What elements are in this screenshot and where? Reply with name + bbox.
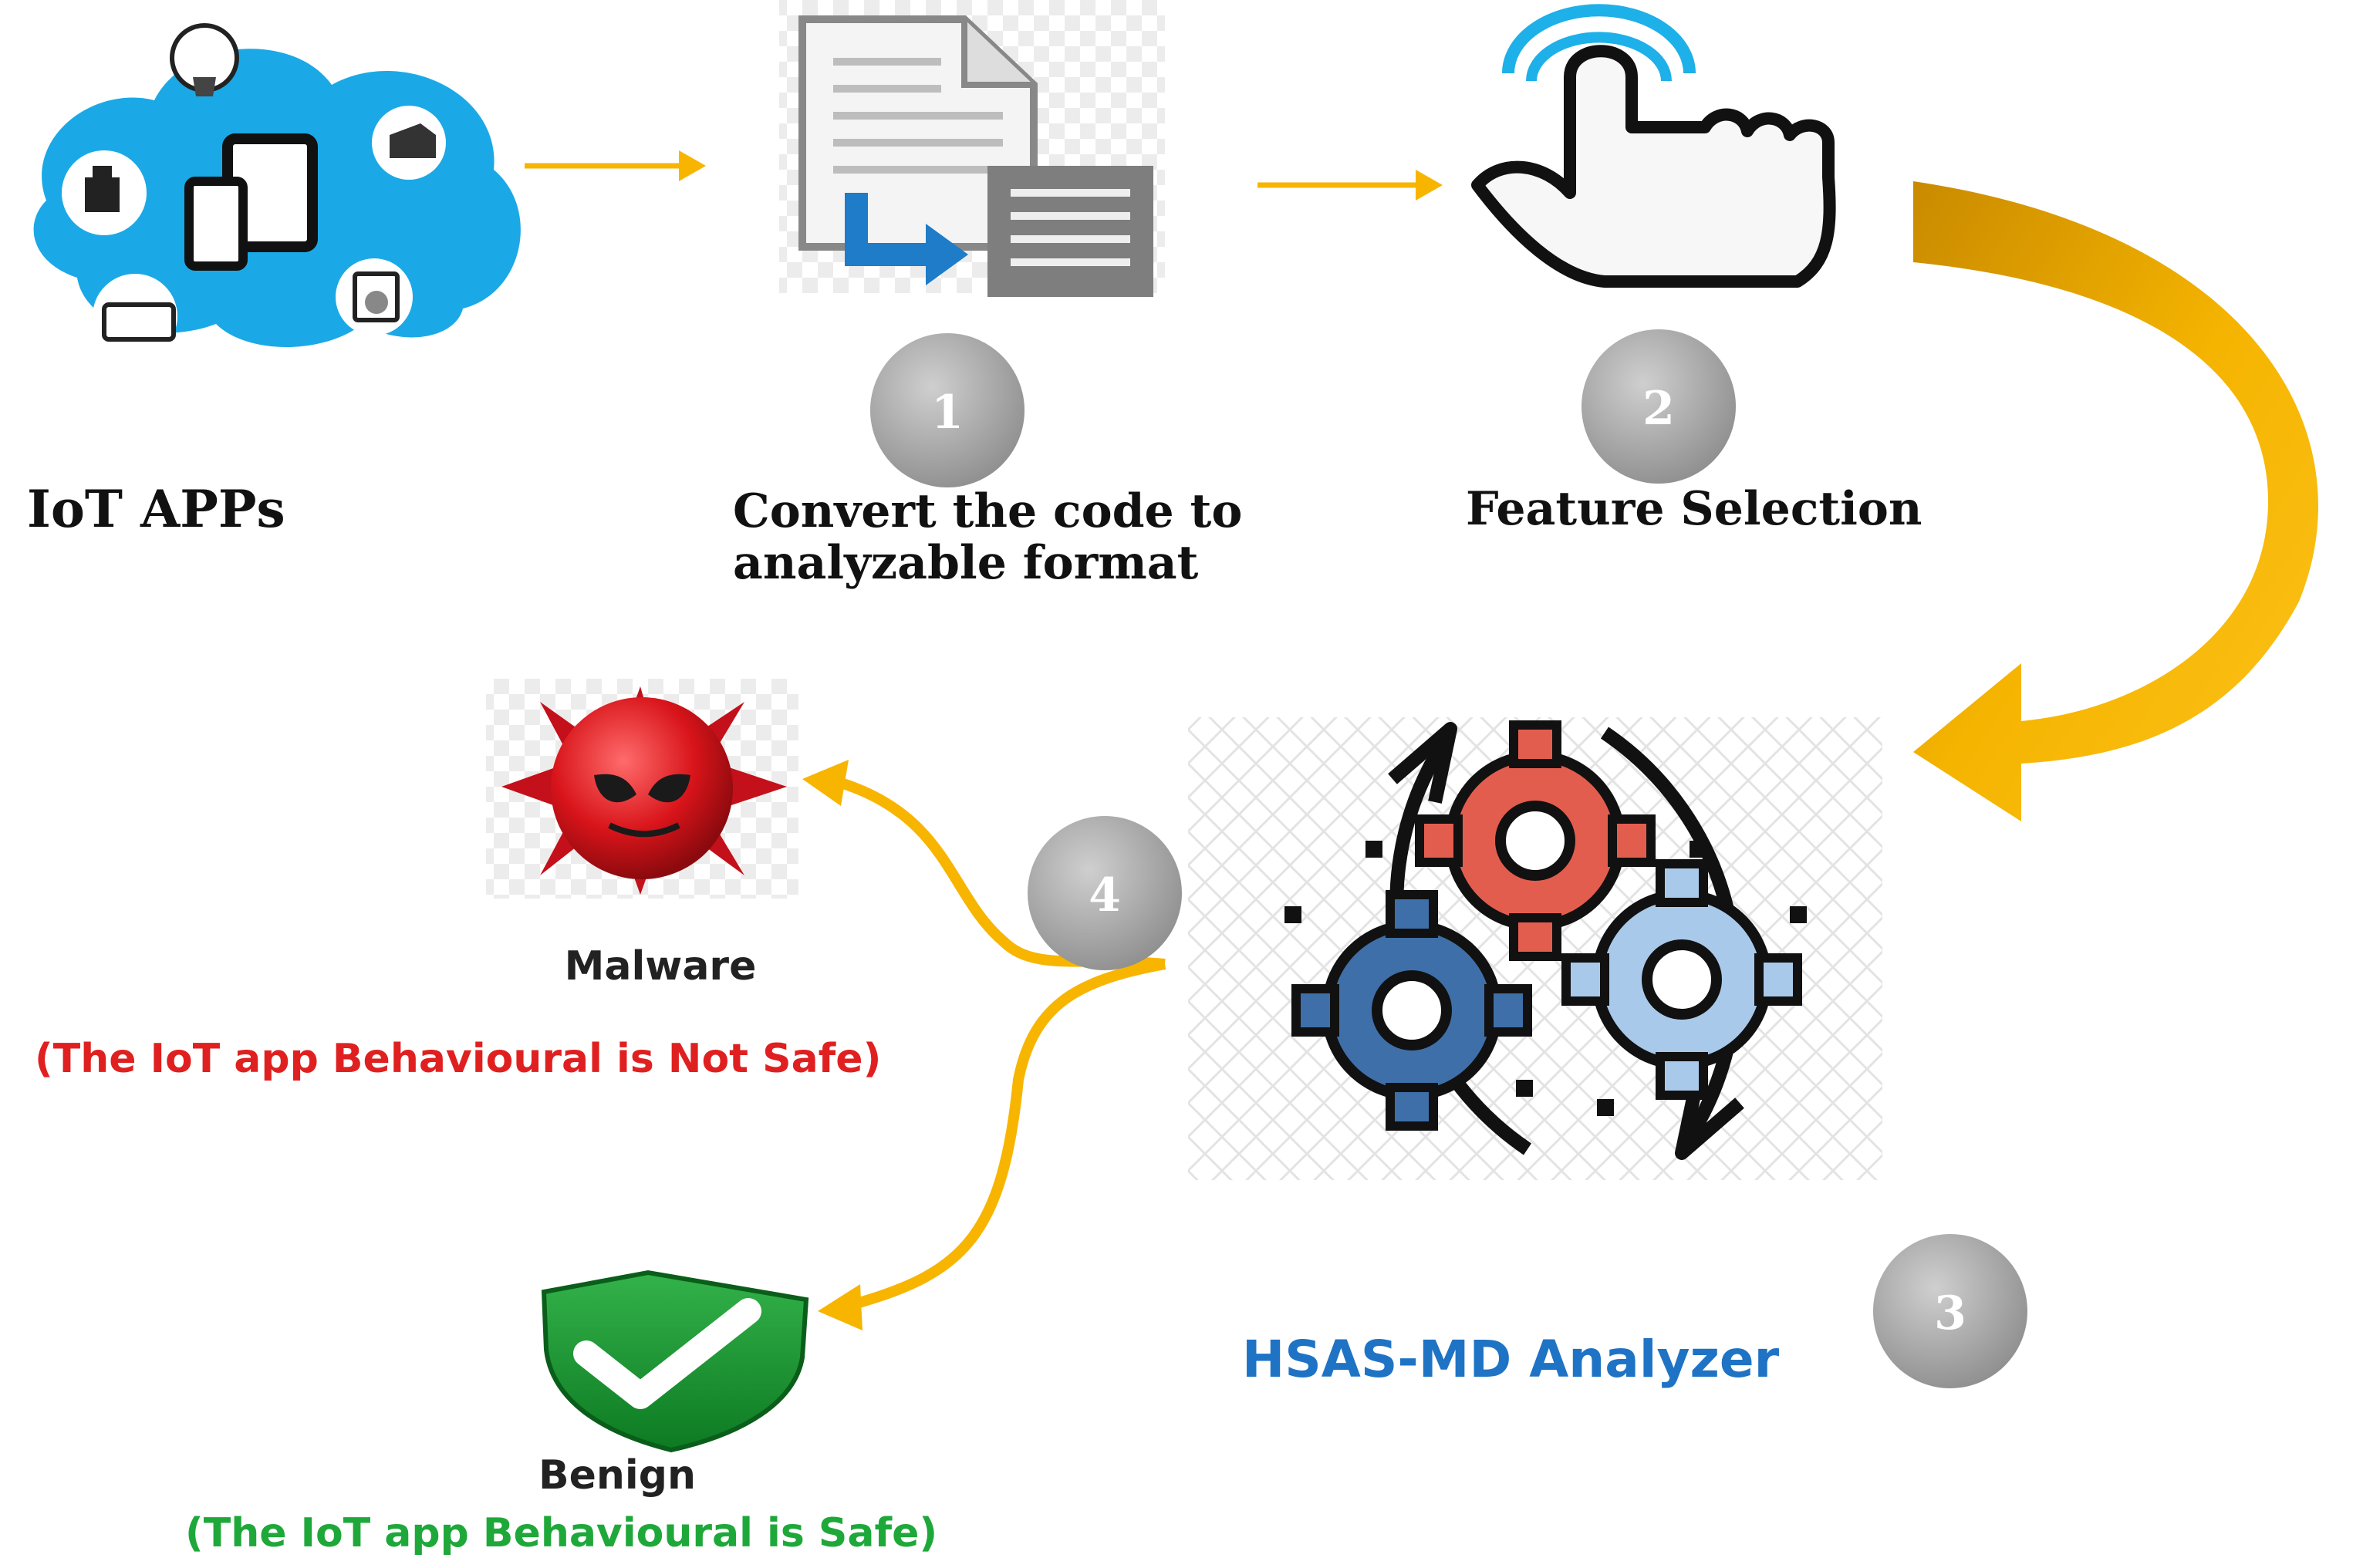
step-badge-4: 4: [1028, 816, 1182, 970]
svg-text:3: 3: [1934, 1286, 1966, 1340]
svg-text:1: 1: [931, 386, 964, 440]
label-analyzer: HSAS-MD Analyzer: [1242, 1330, 1780, 1389]
label-feature-selection: Feature Selection: [1466, 482, 1922, 536]
svg-text:4: 4: [1089, 868, 1121, 922]
step-badge-2: 2: [1582, 329, 1736, 484]
flow-arrow-2: [1257, 170, 1443, 201]
malware-virus-icon: [486, 679, 798, 899]
iot-cloud-icon: [33, 23, 521, 359]
big-curved-arrow: [1913, 181, 2318, 821]
label-iot-apps: IoT APPs: [27, 479, 285, 539]
benign-shield-icon: [541, 1270, 809, 1453]
note-malware: (The IoT app Behavioural is Not Safe): [35, 1036, 881, 1082]
touch-hand-icon: [1471, 4, 1836, 288]
note-benign: (The IoT app Behavioural is Safe): [185, 1510, 937, 1556]
flow-arrow-1: [525, 150, 706, 181]
svg-text:2: 2: [1642, 382, 1675, 436]
step-badge-3: 3: [1873, 1234, 2027, 1388]
document-convert-icon: [779, 0, 1165, 297]
label-convert-line1: Convert the code to: [733, 484, 1242, 538]
label-malware: Malware: [565, 943, 757, 990]
step-badge-1: 1: [870, 333, 1025, 487]
gears-cycle-icon: [1188, 717, 1882, 1180]
label-convert-line2: analyzable format: [733, 536, 1199, 590]
label-benign: Benign: [538, 1452, 696, 1499]
